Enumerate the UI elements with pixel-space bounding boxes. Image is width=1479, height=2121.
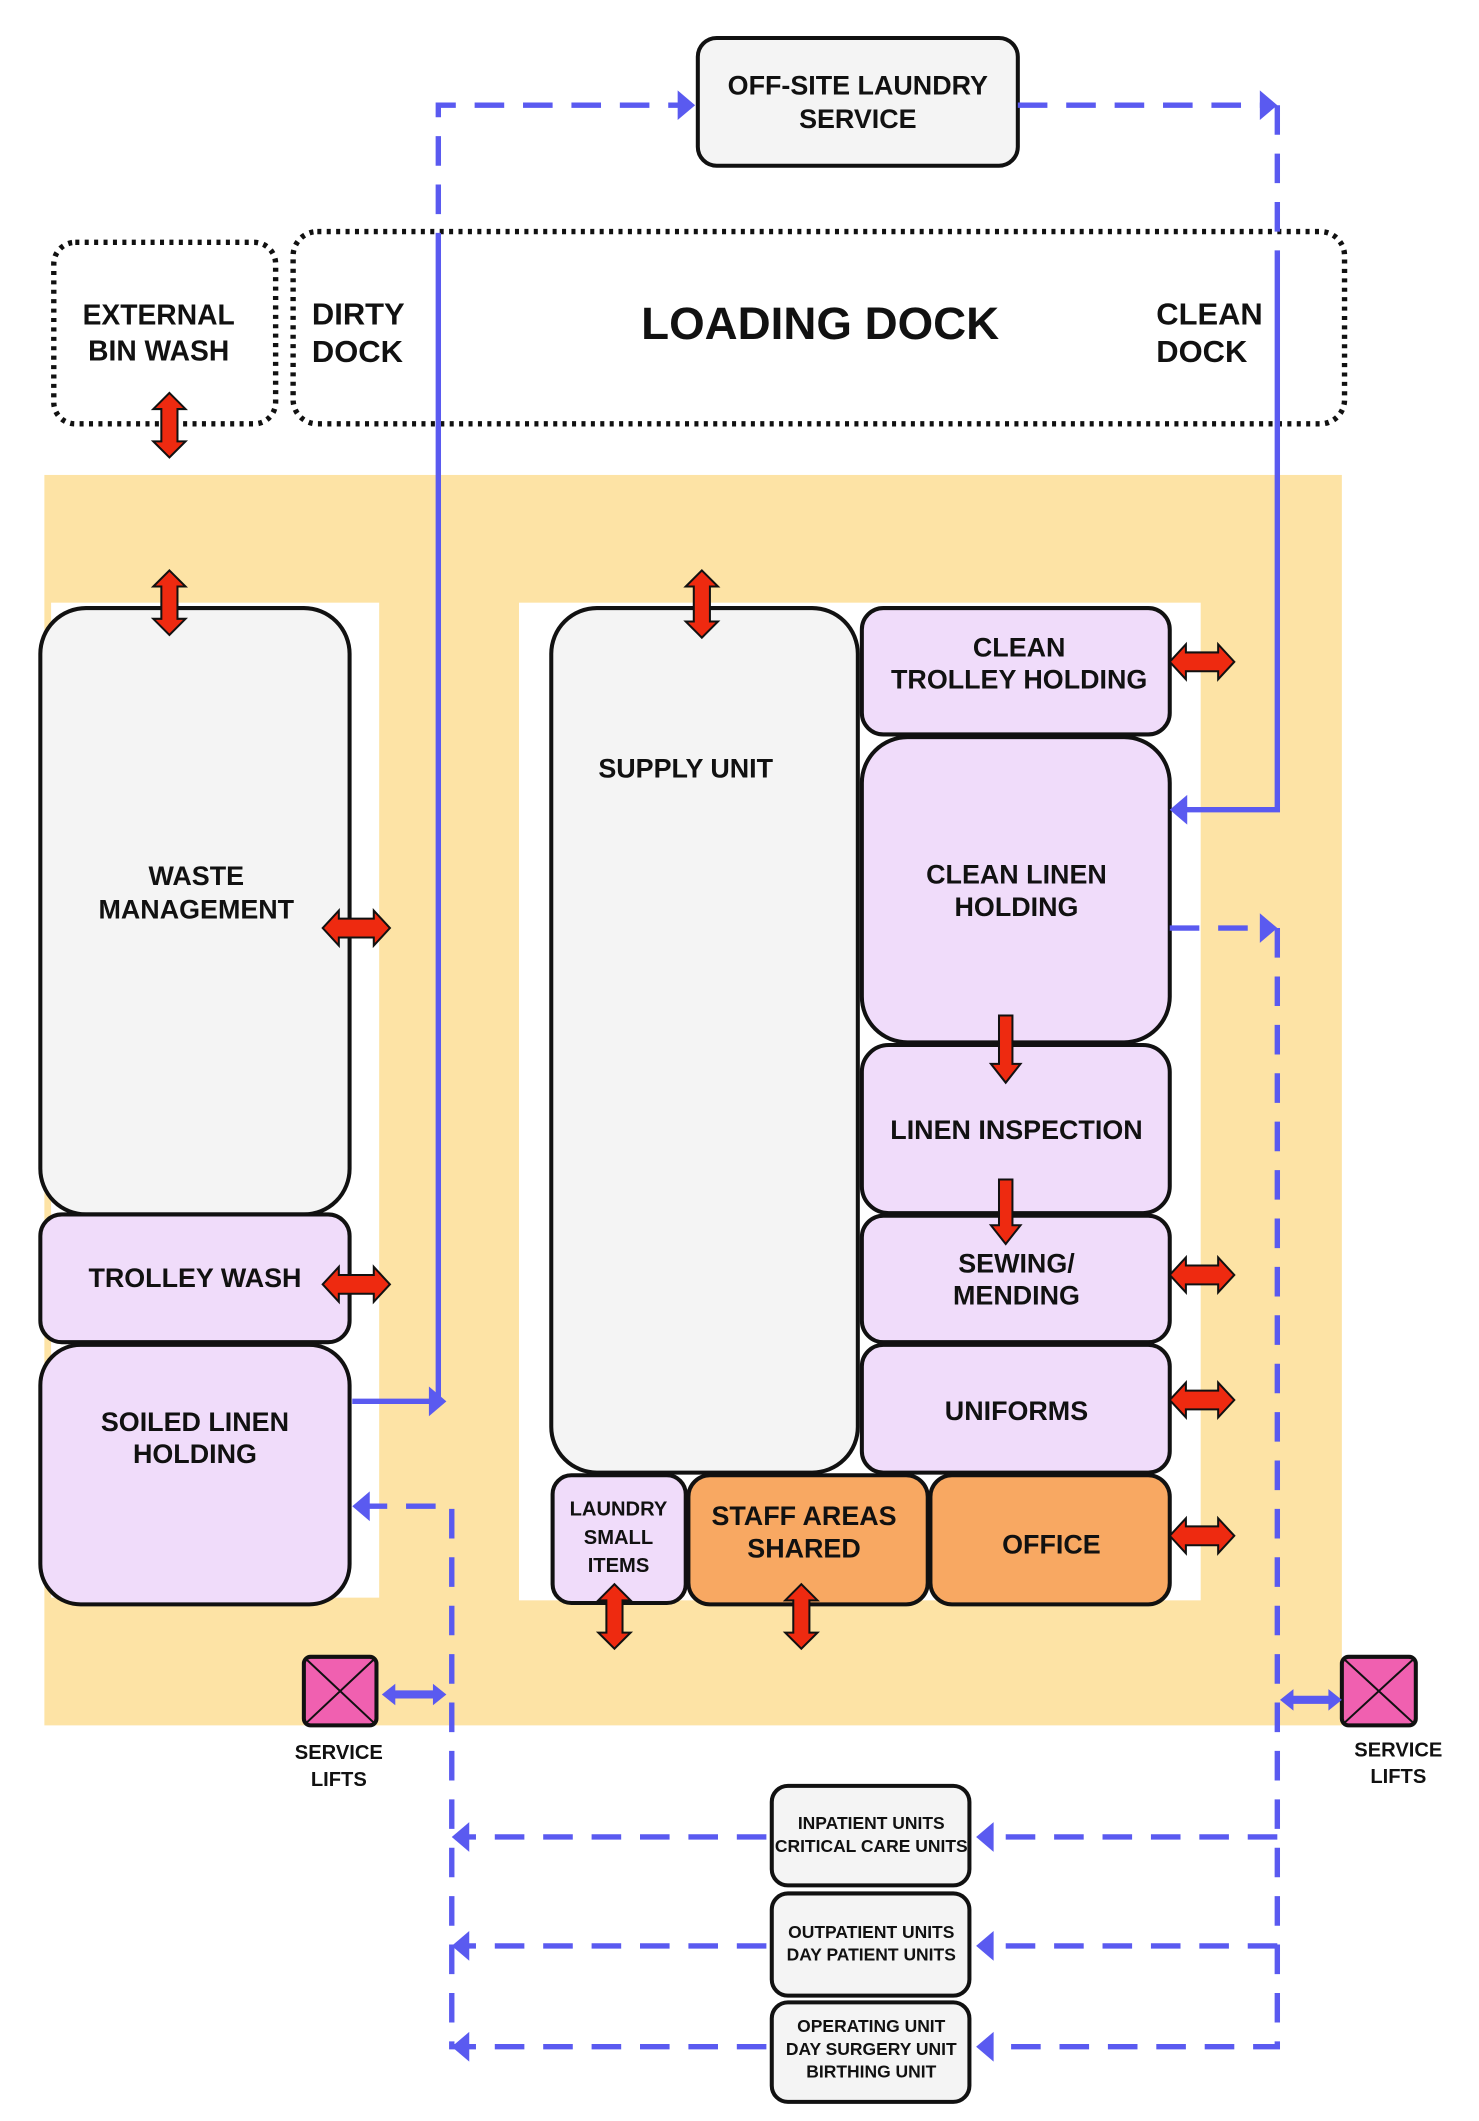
offsite-label-2: SERVICE bbox=[799, 104, 917, 134]
dest-2-label-1: OUTPATIENT UNITS bbox=[788, 1922, 954, 1942]
flow-arrowhead-icon bbox=[428, 1386, 447, 1417]
double-arrow-vertical-icon bbox=[683, 568, 721, 640]
loading-dock-title: LOADING DOCK bbox=[641, 298, 999, 349]
lift-right-label-2: LIFTS bbox=[1370, 1766, 1426, 1788]
room-soiled-linen-holding: SOILED LINEN HOLDING bbox=[38, 1342, 352, 1607]
waste-label-2: MANAGEMENT bbox=[99, 895, 295, 925]
flow-arrowhead-icon bbox=[1169, 794, 1188, 825]
lift-left-label-1: SERVICE bbox=[295, 1742, 383, 1764]
room-clean-trolley-holding: CLEAN TROLLEY HOLDING bbox=[859, 606, 1172, 737]
lift-right-label-1: SERVICE bbox=[1354, 1739, 1442, 1761]
lift-double-arrow-icon bbox=[1280, 1689, 1342, 1711]
small-items-label-1: LAUNDRY bbox=[570, 1499, 668, 1521]
service-lift-right: SERVICE LIFTS bbox=[1339, 1654, 1442, 1788]
flow-lines bbox=[352, 102, 1281, 2050]
flow-arrowhead-icon bbox=[677, 90, 696, 121]
destination-outpatient: OUTPATIENT UNITS DAY PATIENT UNITS bbox=[769, 1891, 972, 1998]
lift-double-arrow-icon bbox=[381, 1683, 447, 1706]
lift-cross-icon bbox=[305, 1658, 375, 1724]
room-laundry-small-items: LAUNDRY SMALL ITEMS bbox=[550, 1473, 688, 1606]
clean-linen-label-2: HOLDING bbox=[955, 892, 1079, 922]
waste-label-1: WASTE bbox=[149, 861, 245, 891]
flow-arrowhead-icon bbox=[451, 2031, 470, 2062]
double-arrow-vertical-icon bbox=[150, 568, 188, 637]
clean-linen-label-1: CLEAN LINEN bbox=[926, 860, 1107, 890]
inspection-label: LINEN INSPECTION bbox=[890, 1115, 1142, 1145]
room-sewing-mending: SEWING/ MENDING bbox=[859, 1213, 1172, 1345]
double-arrow-horizontal-icon bbox=[1168, 1515, 1236, 1556]
double-arrow-vertical-icon bbox=[595, 1582, 634, 1651]
dest-1-label-2: CRITICAL CARE UNITS bbox=[775, 1836, 968, 1856]
double-arrow-horizontal-icon bbox=[1168, 1379, 1236, 1421]
arrow-down-icon bbox=[988, 1178, 1023, 1246]
soiled-label-2: HOLDING bbox=[133, 1439, 257, 1469]
clean-dock-label-1: CLEAN bbox=[1156, 296, 1262, 331]
clean-trolley-label-2: TROLLEY HOLDING bbox=[891, 665, 1147, 695]
bin-wash-label-1: EXTERNAL bbox=[83, 298, 235, 330]
sewing-label-2: MENDING bbox=[953, 1281, 1080, 1311]
flow-arrowhead-icon bbox=[976, 1931, 994, 1961]
staff-label-2: SHARED bbox=[747, 1533, 860, 1563]
room-trolley-wash: TROLLEY WASH bbox=[38, 1212, 352, 1345]
flow-arrowhead-icon bbox=[976, 2031, 994, 2062]
dest-1-label-1: INPATIENT UNITS bbox=[798, 1813, 945, 1833]
flow-arrowhead-icon bbox=[451, 1931, 470, 1961]
service-lift-left: SERVICE LIFTS bbox=[295, 1654, 383, 1791]
room-office: OFFICE bbox=[928, 1473, 1172, 1607]
double-arrow-vertical-icon bbox=[150, 391, 188, 459]
dirty-dock-label-2: DOCK bbox=[312, 334, 404, 369]
room-uniforms: UNIFORMS bbox=[859, 1342, 1172, 1475]
destination-operating: OPERATING UNIT DAY SURGERY UNIT BIRTHING… bbox=[769, 2000, 972, 2104]
room-supply-unit: SUPPLY UNIT bbox=[549, 606, 860, 1475]
flow-offsite-to-clean bbox=[1017, 102, 1281, 263]
flow-dirty-to-offsite bbox=[435, 102, 679, 263]
clean-dock-label-2: DOCK bbox=[1156, 334, 1248, 369]
double-arrow-horizontal-icon bbox=[1168, 1254, 1236, 1296]
arrows-layer bbox=[150, 90, 1342, 2062]
small-items-label-2: SMALL bbox=[584, 1527, 653, 1549]
soiled-label-1: SOILED LINEN bbox=[101, 1407, 289, 1437]
small-items-label-3: ITEMS bbox=[588, 1555, 650, 1577]
lift-cross-icon bbox=[1343, 1658, 1414, 1724]
double-arrow-vertical-icon bbox=[782, 1582, 820, 1651]
loading-dock: LOADING DOCK DIRTY DOCK CLEAN DOCK bbox=[290, 228, 1348, 427]
flow-arrowhead-icon bbox=[451, 1822, 470, 1852]
clean-trolley-label-1: CLEAN bbox=[973, 632, 1066, 662]
dirty-dock-label-1: DIRTY bbox=[312, 296, 405, 331]
dest-3-label-3: BIRTHING UNIT bbox=[806, 2062, 936, 2082]
uniforms-label: UNIFORMS bbox=[945, 1396, 1088, 1426]
flow-arrowhead-icon bbox=[976, 1822, 994, 1852]
trolley-wash-label: TROLLEY WASH bbox=[88, 1263, 301, 1293]
staff-label-1: STAFF AREAS bbox=[711, 1501, 896, 1531]
flow-clean-linen-to-units bbox=[992, 925, 1281, 2050]
sewing-label-1: SEWING/ bbox=[958, 1248, 1075, 1278]
destination-inpatient: INPATIENT UNITS CRITICAL CARE UNITS bbox=[769, 1783, 972, 1888]
flow-arrowhead-icon bbox=[1259, 913, 1278, 943]
double-arrow-horizontal-icon bbox=[321, 908, 392, 949]
room-clean-linen-holding: CLEAN LINEN HOLDING bbox=[859, 735, 1172, 1045]
dest-3-label-1: OPERATING UNIT bbox=[797, 2016, 945, 2036]
arrow-down-icon bbox=[988, 1014, 1023, 1085]
supply-label: SUPPLY UNIT bbox=[598, 753, 773, 783]
office-label: OFFICE bbox=[1002, 1529, 1101, 1559]
room-waste-management: WASTE MANAGEMENT bbox=[38, 606, 352, 1217]
room-linen-inspection: LINEN INSPECTION bbox=[859, 1043, 1172, 1216]
dest-2-label-2: DAY PATIENT UNITS bbox=[787, 1945, 956, 1965]
room-staff-areas-shared: STAFF AREAS SHARED bbox=[686, 1473, 930, 1607]
flow-clean-dock-to-clean-linen bbox=[1185, 262, 1281, 813]
dest-3-label-2: DAY SURGERY UNIT bbox=[786, 2039, 957, 2059]
lift-left-label-2: LIFTS bbox=[311, 1769, 367, 1791]
bin-wash-label-2: BIN WASH bbox=[88, 335, 229, 367]
double-arrow-horizontal-icon bbox=[1168, 641, 1236, 682]
flow-arrowhead-icon bbox=[1259, 90, 1278, 121]
offsite-laundry-box: OFF-SITE LAUNDRY SERVICE bbox=[695, 35, 1020, 168]
double-arrow-horizontal-icon bbox=[321, 1264, 392, 1305]
offsite-label-1: OFF-SITE LAUNDRY bbox=[728, 70, 988, 100]
flow-units-to-soiled bbox=[368, 1503, 767, 2050]
flow-arrowhead-icon bbox=[352, 1491, 370, 1522]
